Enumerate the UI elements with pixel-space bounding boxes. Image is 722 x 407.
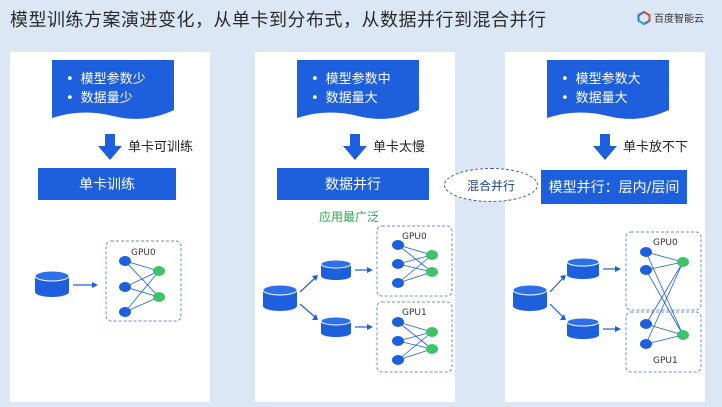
gpu0-label: GPU0 [131, 248, 156, 258]
input-node [640, 319, 652, 329]
feed-arrowhead [615, 326, 621, 332]
panel-model-parallel: 模型参数大 数据量大 单卡放不下 模型并行：层内/层间 [505, 52, 705, 402]
gpu0-frame [376, 225, 453, 297]
source-data-cylinder [262, 284, 298, 311]
arrow-label: 单卡放不下 [623, 140, 689, 155]
bullet-data-size: 数据量大 [311, 89, 391, 108]
feed-arrowhead [367, 324, 373, 330]
split-arrowhead-down [560, 314, 566, 320]
input-node [392, 317, 404, 327]
bullet-param-size: 模型参数中 [311, 70, 391, 89]
data-cylinder [34, 270, 70, 297]
input-node [119, 307, 131, 317]
cloud-logo-icon [637, 10, 651, 25]
gpu0-frame [625, 231, 702, 311]
input-node [640, 265, 652, 275]
output-node [677, 257, 689, 267]
input-node [119, 256, 131, 266]
output-node [426, 267, 438, 277]
gpu1-label: GPU1 [402, 308, 427, 318]
output-node [153, 266, 165, 276]
single-card-diagram: GPU0 [34, 240, 182, 322]
split-arrow-up [299, 277, 316, 293]
output-node [426, 344, 438, 354]
input-node [640, 247, 652, 257]
gpu0-label: GPU0 [402, 232, 427, 242]
split-arrowhead-up [560, 275, 566, 281]
bullet-param-size: 模型参数少 [66, 70, 146, 89]
input-node [392, 278, 404, 288]
hybrid-parallel-label: 混合并行 [444, 168, 538, 202]
panel-data-parallel: 模型参数中 数据量大 单卡太慢 数据并行 应用最广泛 [255, 52, 455, 402]
bullet-param-size: 模型参数大 [561, 70, 641, 89]
data-parallel-diagram: GPU0 GPU1 [262, 225, 453, 373]
strategy-box: 数据并行 [277, 168, 429, 200]
split-arrow-up [549, 277, 564, 293]
model-parallel-diagram: GPU0 GPU1 [512, 231, 702, 373]
strategy-box: 单卡训练 [38, 168, 176, 200]
split-arrowhead-up [312, 275, 318, 281]
split-arrow-down [299, 303, 316, 318]
arrow-label: 单卡可训练 [128, 140, 194, 155]
gpu1-frame [625, 311, 702, 373]
bullet-data-size: 数据量大 [561, 89, 641, 108]
network-edges [397, 321, 433, 361]
input-node [392, 336, 404, 346]
brand-name: 百度智能云 [654, 14, 704, 25]
data-shard-cylinder [566, 257, 600, 279]
input-node [640, 339, 652, 349]
brand-logo: 百度智能云 [637, 10, 704, 25]
data-flow-arrowhead [92, 282, 98, 288]
bullet-data-size: 数据量少 [66, 89, 146, 108]
down-arrow-icon [593, 134, 617, 160]
input-node [119, 282, 131, 292]
down-arrow-icon [343, 134, 367, 160]
cross-gpu-edges [645, 251, 684, 345]
strategy-box: 模型并行：层内/层间 [541, 170, 687, 204]
network-edges [124, 260, 160, 313]
data-shard-cylinder [320, 259, 352, 280]
data-shard-cylinder [320, 316, 352, 337]
split-arrow-down [549, 303, 564, 318]
source-data-cylinder [512, 284, 548, 311]
gpu1-frame [376, 301, 453, 373]
feed-arrowhead [367, 267, 373, 273]
page-title: 模型训练方案演进变化，从单卡到分布式，从数据并行到混合并行 [10, 10, 547, 31]
output-node [426, 327, 438, 337]
down-arrow-icon [98, 134, 122, 160]
output-node [426, 250, 438, 260]
split-arrowhead-down [312, 314, 318, 320]
feed-arrowhead [615, 266, 621, 272]
output-node [677, 330, 689, 340]
gpu1-label: GPU1 [653, 356, 678, 366]
input-node [392, 259, 404, 269]
panel-single-card: 模型参数少 数据量少 单卡可训练 单卡训练 GPU0 [10, 52, 210, 402]
arrow-label: 单卡太慢 [373, 140, 426, 155]
input-node [392, 240, 404, 250]
usage-note: 应用最广泛 [319, 210, 380, 224]
gpu0-frame [105, 240, 182, 322]
output-node [153, 292, 165, 302]
input-node [392, 355, 404, 365]
gpu0-label: GPU0 [653, 238, 678, 248]
data-shard-cylinder [566, 317, 600, 339]
